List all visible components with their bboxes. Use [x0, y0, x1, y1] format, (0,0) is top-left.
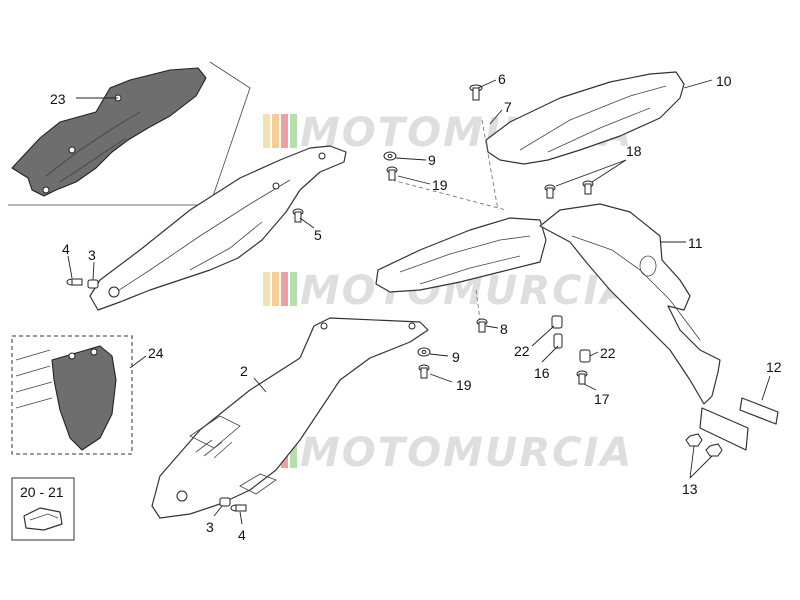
callout-8: 8: [500, 321, 508, 337]
part-5-screw: [292, 208, 304, 223]
callout-labels: 23 6 7 10 9 19 18 5 4 3 11 2 8 22 16 9 1…: [20, 71, 782, 543]
callout-7: 7: [504, 99, 512, 115]
callout-24: 24: [148, 345, 164, 361]
callout-22-right: 22: [600, 345, 616, 361]
part-12-reflector: [739, 397, 779, 425]
callout-3-lower: 3: [206, 519, 214, 535]
part-13-nuts: [685, 433, 723, 457]
callout-20-21: 20 - 21: [20, 484, 64, 500]
part-9-washer-upper: [383, 151, 397, 161]
callout-9-upper: 9: [428, 152, 436, 168]
callout-6: 6: [498, 71, 506, 87]
part-9-washer-lower: [417, 347, 431, 357]
callout-17: 17: [594, 391, 610, 407]
part-19-screw-upper: [386, 166, 398, 181]
callout-19-upper: 19: [432, 177, 448, 193]
callout-5: 5: [314, 227, 322, 243]
callout-12: 12: [766, 359, 782, 375]
part-3-bushing-lower: [219, 497, 231, 507]
part-8-screw: [476, 318, 488, 333]
part-16-spacer: [553, 333, 563, 349]
callout-23: 23: [50, 91, 66, 107]
part-6-screw: [469, 84, 483, 101]
part-22-spacer-right: [579, 349, 591, 363]
watermark-bottom: MOTOMURCIA: [263, 430, 633, 476]
callout-11: 11: [688, 235, 703, 251]
part-22-spacer-left: [551, 315, 563, 329]
leader-lines: [67, 79, 771, 525]
part-18-screws: [544, 180, 594, 199]
part-2-side-panel-right: [151, 317, 429, 519]
part-20-21-inset: [11, 477, 75, 541]
callout-2: 2: [240, 363, 248, 379]
part-23-undertray: [8, 61, 251, 206]
callout-10: 10: [716, 73, 732, 89]
part-11-plate-holder: [539, 203, 749, 451]
part-rear-frame-tray: [375, 119, 547, 321]
part-4-screw-lower: [230, 504, 247, 512]
part-3-bushing-upper: [87, 279, 99, 289]
part-10-seat-cowl: [485, 71, 685, 165]
callout-19-lower: 19: [456, 377, 472, 393]
callout-4-lower: 4: [238, 527, 246, 543]
callout-3-upper: 3: [88, 247, 96, 263]
callout-13: 13: [682, 481, 698, 497]
part-19-screw-lower: [418, 364, 430, 379]
part-4-screw-upper: [66, 278, 83, 286]
watermark-text: MOTOMURCIA: [300, 430, 633, 476]
part-24-inset: [11, 335, 133, 455]
part-17-screw: [576, 370, 588, 385]
callout-9-lower: 9: [452, 349, 460, 365]
callout-22-left: 22: [514, 343, 530, 359]
callout-18: 18: [626, 143, 642, 159]
callout-16: 16: [534, 365, 550, 381]
callout-4-upper: 4: [62, 241, 70, 257]
part-1-side-panel-left: [89, 145, 347, 311]
